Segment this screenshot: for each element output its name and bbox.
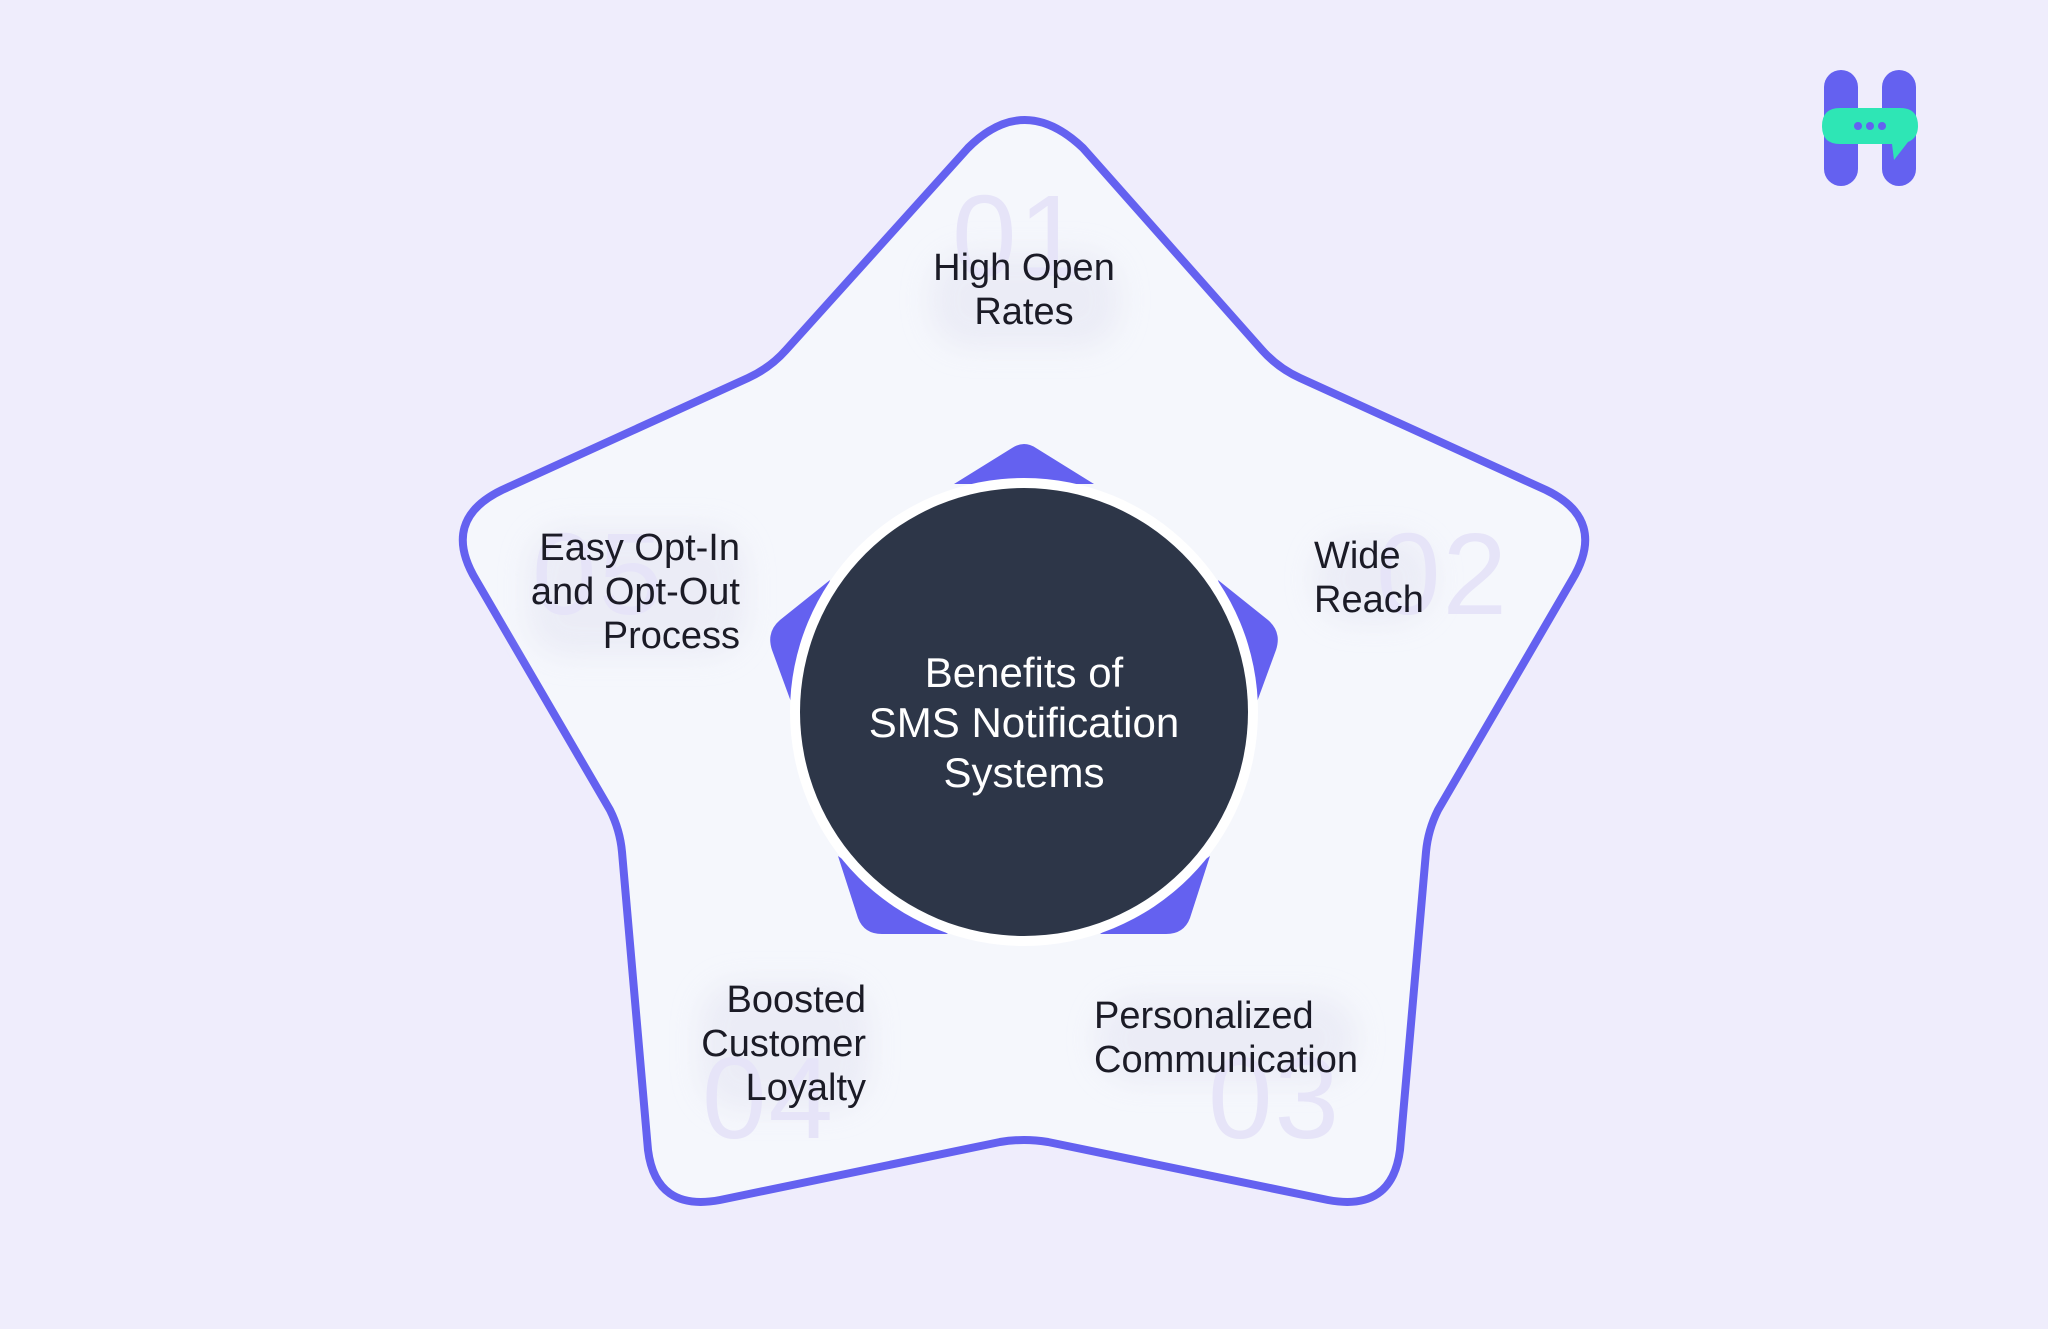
label-glow-04 xyxy=(700,982,870,1110)
label-glow-01 xyxy=(930,252,1120,348)
center-title: Benefits of SMS Notification Systems xyxy=(868,649,1180,796)
label-glow-03 xyxy=(1096,996,1356,1082)
item-number-02: 02 xyxy=(1376,509,1510,639)
center-circle xyxy=(800,488,1248,936)
item-number-04: 04 xyxy=(702,1033,836,1163)
item-label-personalized-communication: Personalized Communication xyxy=(1094,995,1358,1081)
item-number-05: 05 xyxy=(532,509,666,639)
item-number-03: 03 xyxy=(1208,1033,1342,1163)
item-label-easy-opt-in-out: Easy Opt-In and Opt-Out Process xyxy=(530,527,740,657)
chat-h-logo-icon xyxy=(1822,70,1918,186)
item-label-boosted-customer-loyalty: Boosted Customer Loyalty xyxy=(701,979,866,1109)
inner-triangle-top xyxy=(954,444,1094,484)
label-glow-05 xyxy=(528,528,746,656)
item-number-01: 01 xyxy=(952,171,1086,301)
label-glow-02 xyxy=(1314,536,1434,622)
item-label-high-open-rates: High Open Rates xyxy=(933,247,1115,333)
item-label-wide-reach: Wide Reach xyxy=(1314,535,1424,621)
